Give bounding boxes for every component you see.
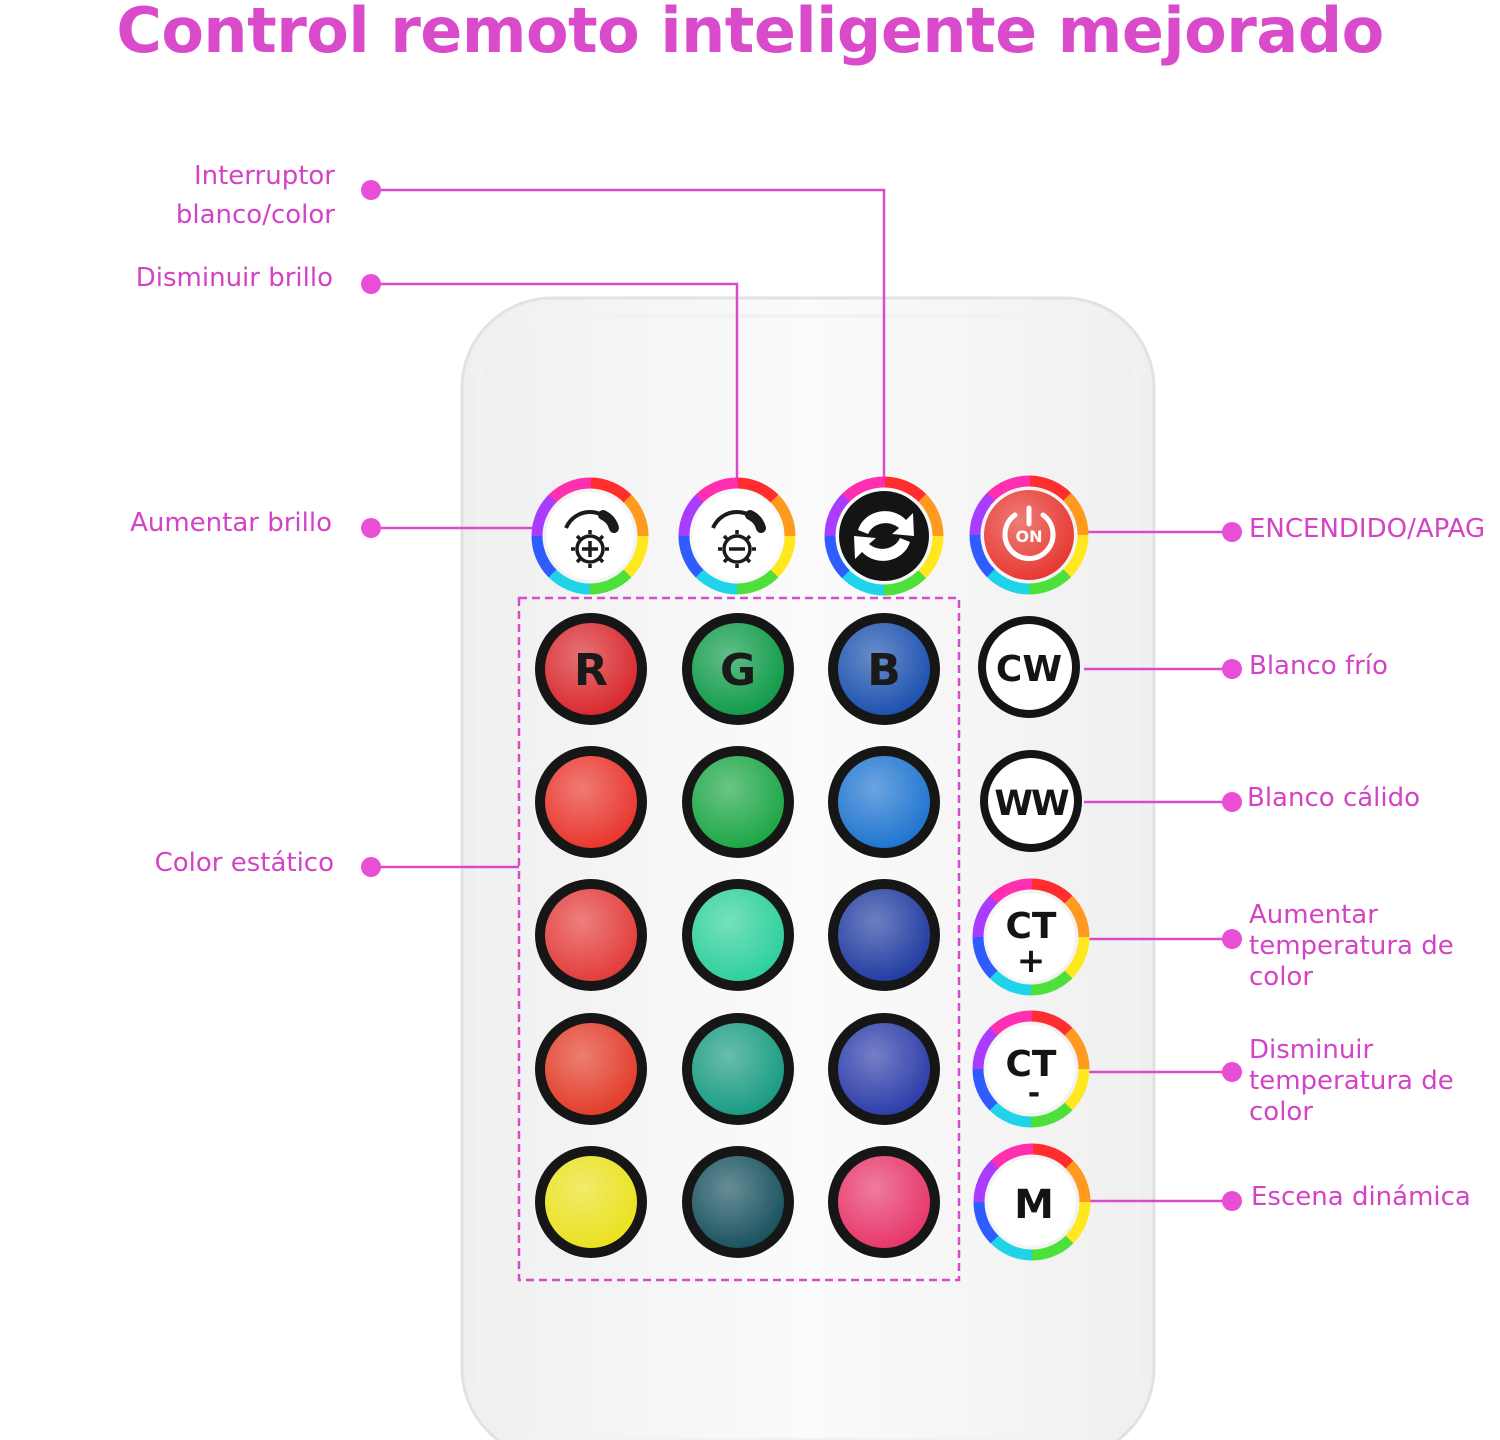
label-interruptor-line1: Interruptor — [193, 161, 335, 191]
connector-dots — [361, 180, 1242, 1211]
static-color-button-1-3[interactable]: B — [828, 613, 940, 725]
ct-minus-sign: - — [1028, 1076, 1040, 1111]
rainbow-rings — [531, 475, 1091, 1261]
static-color-button-5-1[interactable] — [535, 1146, 647, 1258]
brightness-up-icon — [564, 510, 619, 568]
label-aumentar-ct: Aumentar temperatura de color — [1249, 900, 1454, 993]
cw-label: CW — [996, 649, 1062, 690]
static-color-button-1-1[interactable]: R — [535, 613, 647, 725]
label-disminuir-ct-line1: Disminuir — [1249, 1035, 1374, 1065]
label-escena-dinamica: Escena dinámica — [1251, 1182, 1471, 1212]
label-color-estatico: Color estático — [154, 848, 334, 878]
label-encendido: ENCENDIDO/APAG — [1249, 514, 1486, 544]
static-color-label-r: R — [574, 645, 608, 696]
ct-minus-button[interactable]: CT - — [987, 1025, 1075, 1113]
power-on-text: ON — [1016, 527, 1043, 546]
power-button[interactable]: ON — [984, 490, 1074, 580]
ring-brightness-up — [531, 477, 649, 595]
static-color-button-2-1[interactable] — [535, 746, 647, 858]
ring-ct-plus — [972, 878, 1090, 996]
brightness-up-button[interactable] — [546, 492, 634, 580]
static-color-button-4-3[interactable] — [828, 1013, 940, 1125]
ct-plus-button[interactable]: CT + — [987, 893, 1075, 981]
static-color-button-3-3[interactable] — [828, 879, 940, 991]
connector-lines — [371, 188, 1232, 1203]
static-color-region — [517, 596, 961, 1282]
ww-button[interactable]: WW — [980, 750, 1082, 852]
static-color-button-3-2[interactable] — [682, 879, 794, 991]
static-color-button-5-2[interactable] — [682, 1146, 794, 1258]
cw-button[interactable]: CW — [978, 616, 1080, 718]
ct-plus-sign: + — [1017, 941, 1046, 981]
static-color-button-3-1[interactable] — [535, 879, 647, 991]
cycle-icon — [854, 511, 914, 561]
static-color-button-4-1[interactable] — [535, 1013, 647, 1125]
ring-ct-minus — [972, 1010, 1090, 1128]
connector-interruptor — [371, 188, 886, 482]
m-button[interactable]: M — [988, 1158, 1076, 1246]
label-disminuir-ct-line2: temperatura de — [1249, 1066, 1454, 1096]
label-aumentar-ct-line1: Aumentar — [1249, 900, 1378, 930]
connector-disminuir-brillo — [371, 282, 739, 482]
brightness-down-button[interactable] — [693, 492, 781, 580]
power-icon — [1002, 505, 1056, 561]
static-color-label-b: B — [867, 645, 901, 696]
brightness-down-icon — [711, 510, 766, 568]
label-blanco-calido: Blanco cálido — [1247, 783, 1421, 813]
ww-label: WW — [994, 784, 1069, 824]
m-label: M — [1014, 1182, 1054, 1228]
static-color-button-1-2[interactable]: G — [682, 613, 794, 725]
white-color-switch-button[interactable] — [839, 491, 929, 581]
static-color-label-g: G — [720, 645, 756, 696]
label-interruptor: Interruptor blanco/color — [120, 161, 335, 231]
label-disminuir-ct: Disminuir temperatura de color — [1249, 1035, 1454, 1128]
label-interruptor-line2: blanco/color — [175, 200, 335, 230]
label-blanco-frio: Blanco frío — [1249, 651, 1388, 681]
ct-plus-label: CT — [1006, 906, 1057, 947]
remote-body — [460, 296, 1156, 1440]
ring-white-color-switch — [824, 476, 944, 596]
ring-power — [969, 475, 1089, 595]
static-color-button-5-3[interactable] — [828, 1146, 940, 1258]
static-color-button-2-3[interactable] — [828, 746, 940, 858]
ring-m — [973, 1143, 1091, 1261]
label-disminuir-brillo: Disminuir brillo — [135, 263, 333, 293]
label-disminuir-ct-line3: color — [1249, 1097, 1314, 1127]
page-title: Control remoto inteligente mejorado — [116, 0, 1384, 67]
label-aumentar-ct-line2: temperatura de — [1249, 931, 1454, 961]
ring-brightness-down — [678, 477, 796, 595]
ct-minus-label: CT — [1006, 1044, 1057, 1085]
static-color-button-4-2[interactable] — [682, 1013, 794, 1125]
static-color-button-2-2[interactable] — [682, 746, 794, 858]
label-aumentar-brillo: Aumentar brillo — [130, 508, 332, 538]
label-aumentar-ct-line3: color — [1249, 962, 1314, 992]
